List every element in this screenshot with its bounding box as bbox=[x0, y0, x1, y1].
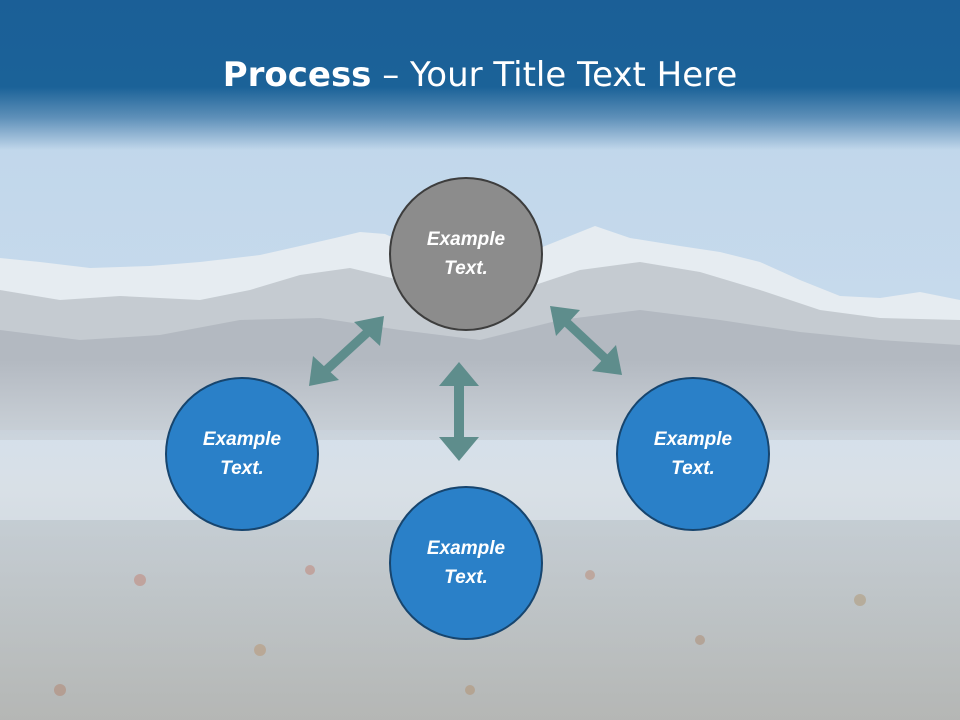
process-node-left[interactable]: Example Text. bbox=[165, 377, 319, 531]
process-node-bottom[interactable]: Example Text. bbox=[389, 486, 543, 640]
title-rest: – Your Title Text Here bbox=[371, 55, 738, 95]
slide-title[interactable]: Process – Your Title Text Here bbox=[0, 54, 960, 96]
process-node-top[interactable]: Example Text. bbox=[389, 177, 543, 331]
node-text: Example Text. bbox=[653, 429, 733, 479]
title-bar bbox=[0, 0, 960, 150]
process-node-right[interactable]: Example Text. bbox=[616, 377, 770, 531]
title-bold: Process bbox=[222, 55, 372, 95]
node-text: Example Text. bbox=[426, 229, 506, 279]
node-text: Example Text. bbox=[426, 538, 506, 588]
node-text: Example Text. bbox=[202, 429, 282, 479]
